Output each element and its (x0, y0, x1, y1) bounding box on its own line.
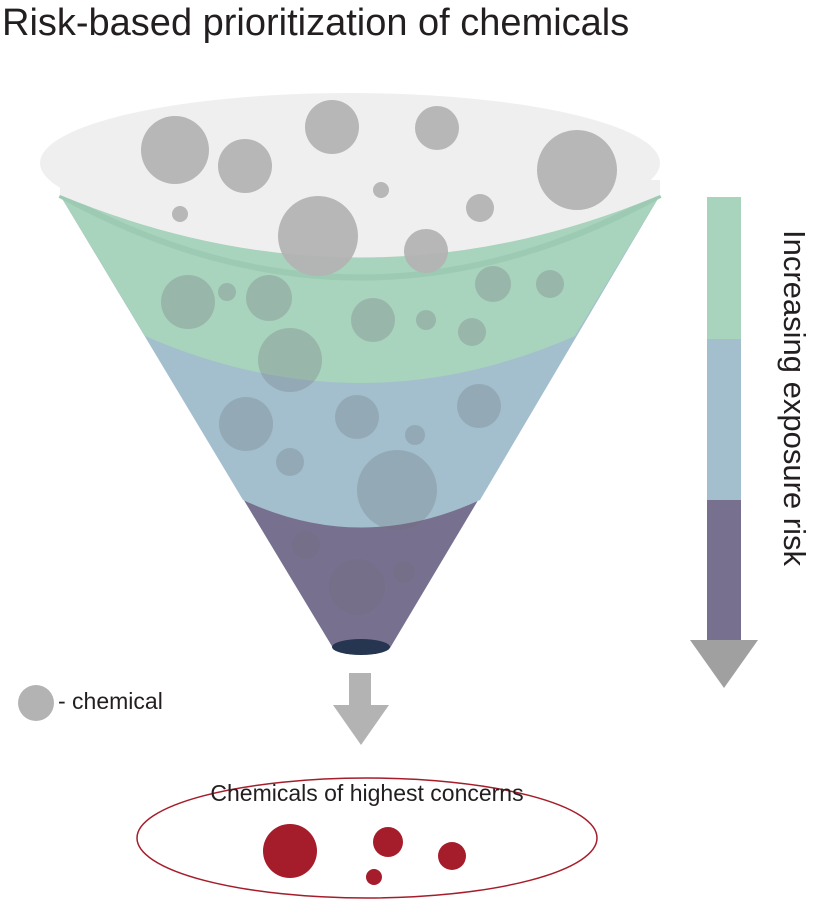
funnel-outlet (332, 639, 390, 655)
side-label: Increasing exposure risk (777, 230, 812, 566)
chemical-circle (466, 194, 494, 222)
chemical-circle (246, 275, 292, 321)
output-arrow-shaft (349, 673, 371, 706)
concern-chemical (438, 842, 466, 870)
chemical-circle (457, 384, 501, 428)
chemical-circle (276, 448, 304, 476)
chemical-circle (458, 318, 486, 346)
chemical-circle (329, 559, 385, 615)
result-label: Chemicals of highest concerns (210, 780, 524, 806)
diagram-title: Risk-based prioritization of chemicals (2, 2, 630, 44)
chemical-circle (141, 116, 209, 184)
chemical-circle (416, 310, 436, 330)
chemical-circle (161, 275, 215, 329)
legend-chemical-icon (18, 685, 54, 721)
risk-bar-medium (707, 339, 741, 500)
chemical-circle (536, 270, 564, 298)
chemical-circle (219, 397, 273, 451)
chemical-circle (172, 206, 188, 222)
funnel-rim-shadow (58, 192, 662, 281)
chemical-circle (475, 266, 511, 302)
chemical-circles (141, 100, 617, 615)
chemical-circle (357, 450, 437, 530)
concern-chemical (373, 827, 403, 857)
risk-bar-low (707, 197, 741, 339)
chemical-circle (351, 298, 395, 342)
funnel-top-front (60, 180, 660, 258)
chemical-circle (405, 425, 425, 445)
arrow-down-icon (690, 640, 758, 688)
chemical-circle (218, 283, 236, 301)
output-arrow-icon (333, 705, 389, 745)
concern-chemical (366, 869, 382, 885)
chemical-circle (292, 531, 320, 559)
concern-chemical (263, 824, 317, 878)
result-ellipse (136, 777, 598, 899)
chemical-circle (278, 196, 358, 276)
risk-bar-high (707, 500, 741, 640)
chemical-circle (335, 395, 379, 439)
chemical-circle (404, 229, 448, 273)
chemical-circle (537, 130, 617, 210)
legend-label: - chemical (58, 688, 163, 714)
funnel-band-low (60, 195, 660, 383)
chemical-circle (218, 139, 272, 193)
chemical-circle (415, 106, 459, 150)
chemical-circle (373, 182, 389, 198)
chemical-circle (393, 561, 415, 583)
chemical-circle (258, 328, 322, 392)
chemical-circle (305, 100, 359, 154)
